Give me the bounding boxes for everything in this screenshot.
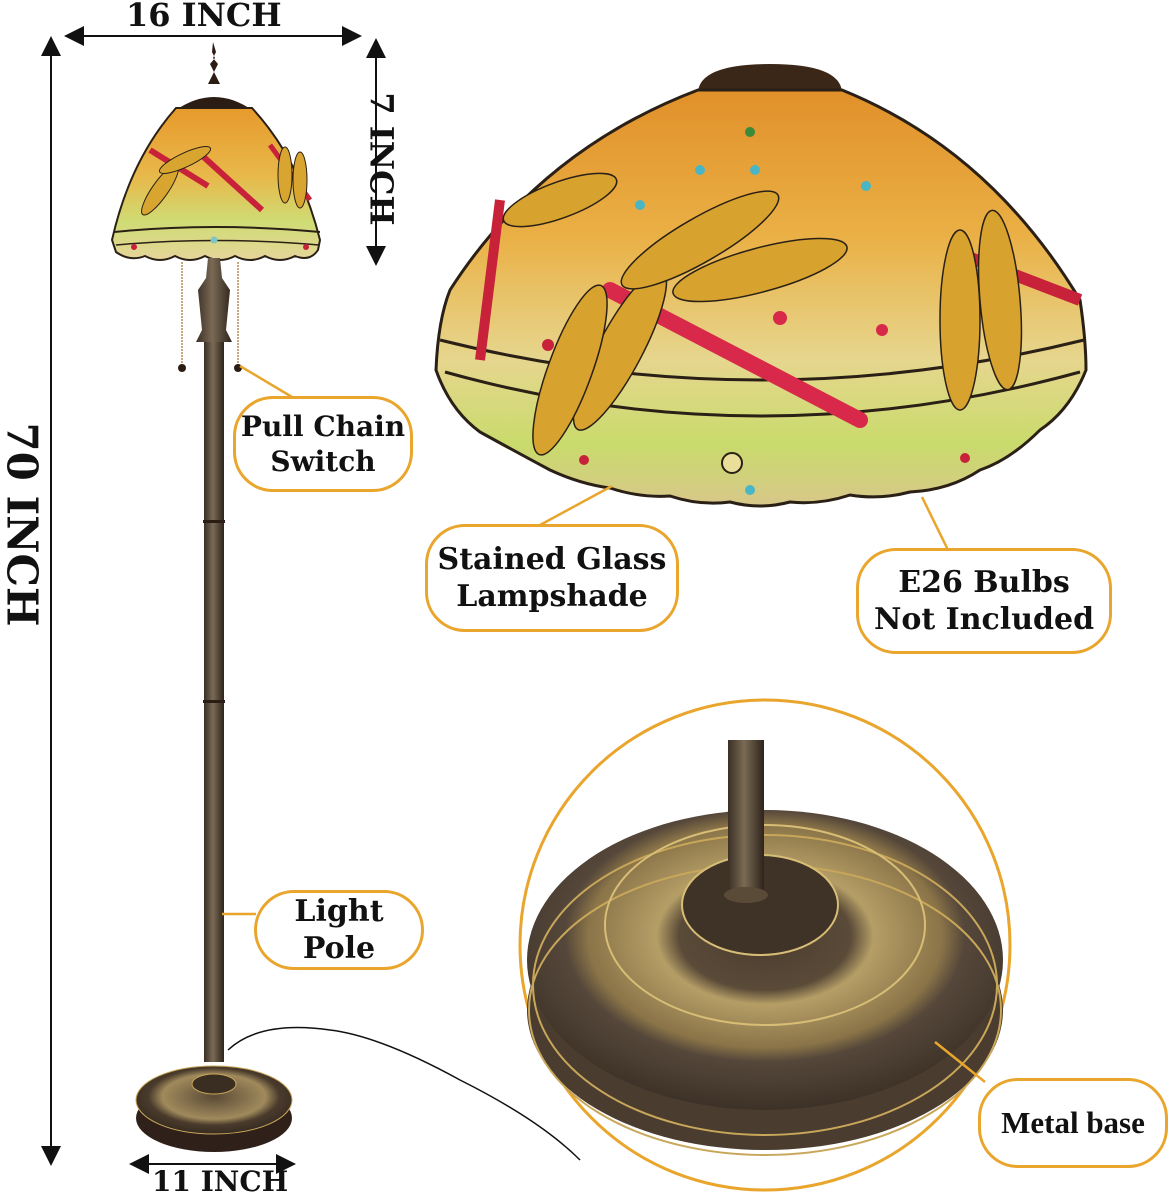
callout-line: Stained Glass	[437, 541, 667, 577]
floor-lamp	[110, 42, 581, 1161]
callout-line: Pull Chain	[240, 410, 406, 443]
shade-height-label: 7 INCH	[362, 92, 401, 226]
lampshade-closeup	[434, 64, 1088, 508]
leader-lines	[222, 364, 986, 1083]
shade-width-label: 16 INCH	[126, 0, 282, 34]
small-lampshade	[110, 107, 322, 261]
callout-light-pole: Light Pole	[254, 890, 424, 970]
dimension-arrows	[41, 26, 386, 1174]
callout-line: Metal base	[1001, 1104, 1145, 1140]
callout-e26-bulbs: E26 Bulbs Not Included	[856, 548, 1112, 654]
callout-pull-chain-switch: Pull Chain Switch	[233, 396, 413, 492]
callout-stained-glass-lampshade: Stained Glass Lampshade	[425, 524, 679, 632]
base-width-label: 11 INCH	[152, 1165, 289, 1198]
callout-line: Light Pole	[294, 893, 384, 967]
callout-line: Not Included	[873, 602, 1095, 637]
base-closeup	[518, 698, 1012, 1192]
total-height-label: 70 INCH	[0, 422, 47, 627]
callout-line: Switch	[270, 445, 376, 478]
callout-line: E26 Bulbs	[898, 564, 1070, 600]
callout-line: Lampshade	[456, 579, 648, 614]
callout-metal-base: Metal base	[978, 1078, 1168, 1168]
